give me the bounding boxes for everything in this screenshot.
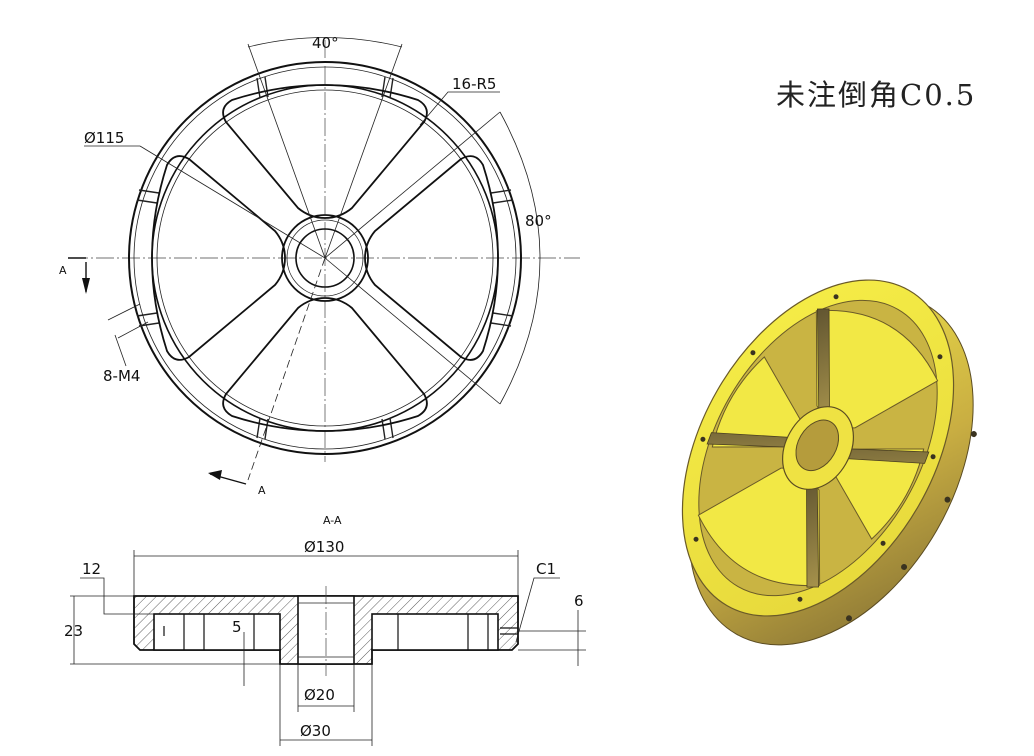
angle-arc-40 — [247, 37, 403, 48]
render-windows — [697, 309, 939, 587]
rim-outer-circle — [128, 61, 522, 455]
render-bore — [795, 419, 840, 472]
thread-holes — [136, 76, 514, 440]
bolt-circle-diameter-label: Ø115 — [84, 129, 124, 147]
pocket-details — [163, 614, 518, 650]
angle-line-lower-right — [324, 257, 501, 405]
chamfer-leader — [515, 577, 560, 643]
thread-leader-a — [107, 303, 141, 321]
rim-offset-label: 12 — [82, 560, 101, 578]
bore-diameter-label: Ø20 — [304, 686, 335, 704]
angle-40-label: 40° — [312, 34, 339, 52]
thread-leader-b — [117, 321, 149, 339]
rim-chamfer-circle — [133, 66, 517, 450]
rim-inner-edge-circle — [156, 89, 494, 427]
pocket-windows — [151, 84, 499, 432]
height-label: 23 — [64, 622, 83, 640]
threads-label: 8-M4 — [103, 367, 140, 385]
angle-80-label: 80° — [525, 212, 552, 230]
chamfer-note: 未注倒角C0.5 — [776, 78, 977, 112]
section-mark-left: A — [59, 264, 67, 277]
chamfer-label: C1 — [536, 560, 556, 578]
section-arrow-left-head — [82, 278, 90, 294]
section-title: A-A — [323, 514, 342, 527]
section-mark-bottom: A — [258, 484, 266, 497]
section-cut-line — [247, 257, 326, 481]
diameter-leader — [139, 145, 326, 259]
render-holes — [693, 294, 977, 622]
fillet-label: 16-R5 — [452, 75, 496, 93]
front-view: 40° 80° 16-R5 Ø115 8-M4 A A — [59, 34, 580, 497]
hub-diameter-label: Ø30 — [300, 722, 331, 740]
pocket-right — [371, 613, 499, 651]
hub-chamfer-circle — [286, 219, 364, 297]
thread-leader-c — [114, 334, 127, 367]
render-3d — [681, 279, 977, 646]
pocket-left — [153, 613, 281, 651]
fillet-leader — [419, 91, 500, 126]
angle-arc-80 — [499, 111, 541, 405]
pocket-depth-label: 5 — [232, 618, 242, 636]
thread-height-label: 6 — [574, 592, 584, 610]
angle-line-left — [247, 43, 326, 259]
angle-line-right — [324, 43, 403, 259]
angle-line-upper-right — [324, 111, 501, 259]
section-arrow-bottom-head — [208, 470, 222, 480]
bore-circle — [295, 228, 355, 288]
hub-outer-circle — [281, 214, 369, 302]
section-view: A-A Ø130 12 23 — [64, 514, 586, 746]
outer-diameter-label: Ø130 — [304, 538, 344, 556]
